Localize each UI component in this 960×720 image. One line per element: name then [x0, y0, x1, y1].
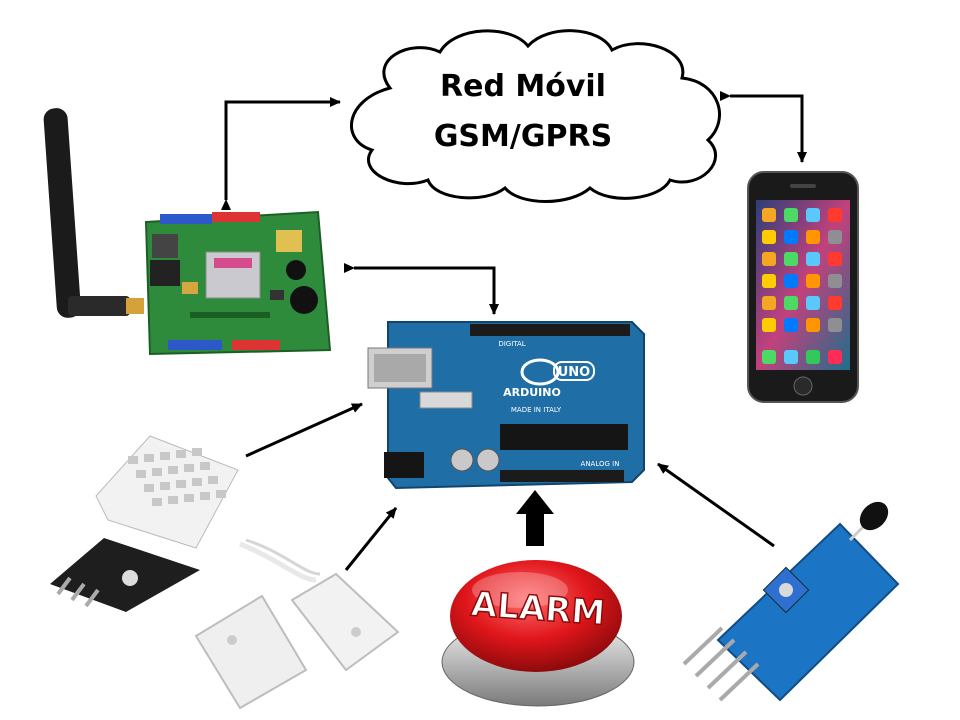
- app-icon: [806, 296, 820, 310]
- sensor-vents: [128, 448, 226, 506]
- app-icon: [806, 230, 820, 244]
- vent-slot: [168, 466, 178, 474]
- flame-sensor-icon: [682, 501, 900, 702]
- arduino-analog-label: ANALOG IN: [581, 460, 620, 468]
- antenna-icon: [43, 108, 144, 318]
- vent-slot: [192, 478, 202, 486]
- vent-slot: [152, 498, 162, 506]
- app-icon: [806, 208, 820, 222]
- vent-slot: [200, 492, 210, 500]
- dock-icon: [762, 350, 776, 364]
- vent-slot: [192, 448, 202, 456]
- app-icon: [828, 252, 842, 266]
- arrow-gsm-arduino: [344, 263, 499, 315]
- arduino-model: UNO: [558, 365, 591, 380]
- alarm-button-icon[interactable]: ALARM: [441, 560, 635, 707]
- app-icon: [806, 252, 820, 266]
- arduino-brand: ARDUINO: [503, 386, 561, 399]
- vent-slot: [184, 464, 194, 472]
- vent-slot: [168, 496, 178, 504]
- arrow-door-arduino: [344, 507, 398, 571]
- app-icon: [762, 318, 776, 332]
- app-icon: [784, 274, 798, 288]
- dock-icon: [784, 350, 798, 364]
- vent-slot: [176, 450, 186, 458]
- app-icon: [806, 274, 820, 288]
- gsm-shield-icon: [43, 108, 332, 356]
- arrow-gsm-cloud: [221, 97, 341, 210]
- app-icon: [828, 318, 842, 332]
- arrow-flame-arduino: [657, 462, 775, 548]
- vent-slot: [144, 484, 154, 492]
- app-icon: [784, 252, 798, 266]
- vent-slot: [208, 476, 218, 484]
- smartphone-icon: [747, 171, 859, 403]
- app-icon: [762, 274, 776, 288]
- arduino-digital-label: DIGITAL: [498, 340, 525, 348]
- app-icon: [784, 230, 798, 244]
- connection-arrows: [221, 91, 807, 571]
- vent-slot: [136, 470, 146, 478]
- cloud-icon: Red Móvil GSM/GPRS: [350, 29, 721, 203]
- humidity-sensor-icon: [50, 435, 239, 612]
- app-icon: [762, 252, 776, 266]
- arduino-origin: MADE IN ITALY: [511, 406, 562, 414]
- vent-slot: [200, 462, 210, 470]
- arrow-cloud-phone: [720, 91, 807, 163]
- dock-icon: [828, 350, 842, 364]
- app-icon: [762, 296, 776, 310]
- arduino-uno-icon: ARDUINO UNO MADE IN ITALY DIGITAL ANALOG…: [367, 321, 645, 490]
- vent-slot: [184, 494, 194, 502]
- vent-slot: [176, 480, 186, 488]
- vent-slot: [216, 490, 226, 498]
- app-icon: [828, 230, 842, 244]
- arrow-alarm-arduino: [516, 490, 554, 546]
- dock-icon: [806, 350, 820, 364]
- magnetic-door-sensor-icon: [194, 538, 400, 710]
- vent-slot: [152, 468, 162, 476]
- app-icon: [784, 208, 798, 222]
- app-icon: [762, 230, 776, 244]
- arrow-humidity-arduino: [245, 402, 363, 458]
- app-icon: [784, 318, 798, 332]
- app-icon: [828, 208, 842, 222]
- vent-slot: [144, 454, 154, 462]
- app-icon: [784, 296, 798, 310]
- vent-slot: [128, 456, 138, 464]
- cloud-title-line2: GSM/GPRS: [434, 119, 612, 154]
- vent-slot: [160, 482, 170, 490]
- app-icon: [828, 296, 842, 310]
- app-icon: [828, 274, 842, 288]
- app-icons: [762, 208, 842, 364]
- app-icon: [806, 318, 820, 332]
- cloud-title-line1: Red Móvil: [440, 69, 606, 104]
- vent-slot: [160, 452, 170, 460]
- app-icon: [762, 208, 776, 222]
